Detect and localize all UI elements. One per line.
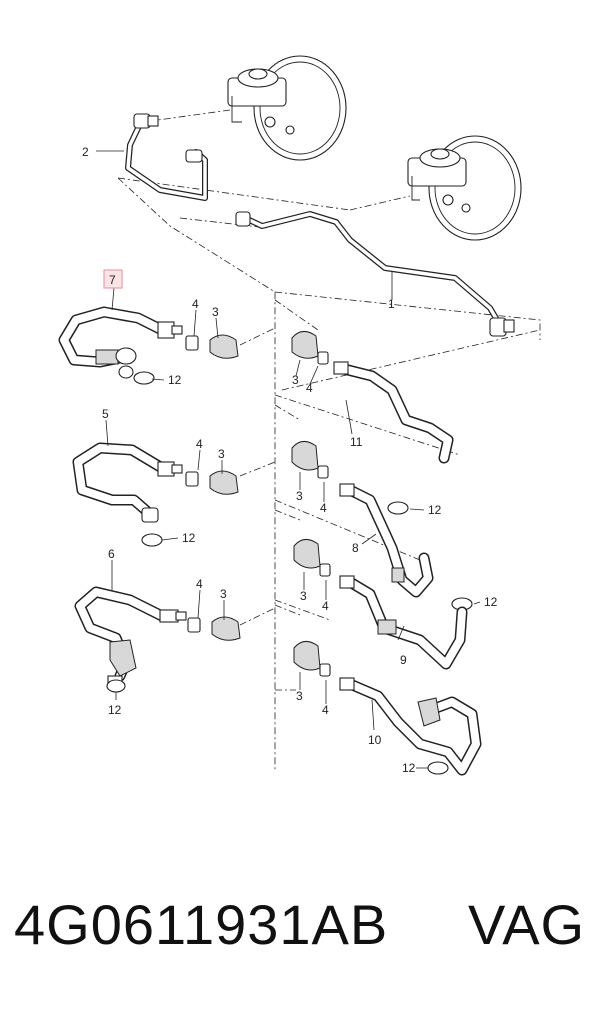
label-12d: 12 [428,503,442,517]
label-6: 6 [108,547,115,561]
part-11-hose [333,361,454,464]
label-12b: 12 [182,531,196,545]
label-12a: 12 [168,373,182,387]
label-4a: 4 [192,297,199,311]
label-5: 5 [102,407,109,421]
label-3c: 3 [220,587,227,601]
label-12c: 12 [108,703,122,717]
part-5-hose [72,442,183,523]
part-number: 4G0611931AB [14,893,389,956]
label-4b: 4 [196,437,203,451]
label-4g: 4 [322,703,329,717]
label-4c: 4 [196,577,203,591]
label-11: 11 [350,435,363,449]
label-3g: 3 [296,689,303,703]
right-connectors [291,331,331,677]
part-1-vacuum-line [235,211,515,337]
brand-name: VAG [468,893,586,956]
left-connectors [185,334,241,641]
part-2-vacuum-pipe [125,113,208,201]
brake-booster-right [407,135,522,241]
label-7-highlight [103,269,123,289]
label-3b: 3 [218,447,225,461]
hose-clamps [106,371,473,775]
label-1: 1 [388,297,395,311]
label-4d: 4 [306,381,313,395]
part-8-hose [339,483,434,598]
label-10: 10 [368,733,382,747]
leader-lines [96,150,481,769]
part-6-hose [74,586,187,687]
part-9-hose [339,575,468,670]
label-3a: 3 [212,305,219,319]
label-7: 7 [109,273,116,287]
label-4f: 4 [322,599,329,613]
label-9: 9 [400,653,407,667]
brake-booster-left [227,55,347,161]
parts-diagram: 2 1 7 4 3 12 5 4 3 12 6 4 3 12 3 4 11 3 … [58,55,541,776]
part-7-hose [58,306,183,379]
label-12f: 12 [402,761,416,775]
part-labels: 2 1 7 4 3 12 5 4 3 12 6 4 3 12 3 4 11 3 … [82,145,498,775]
label-2: 2 [82,145,89,159]
part-10-hose [339,677,482,776]
label-3e: 3 [296,489,303,503]
label-3f: 3 [300,589,307,603]
label-12e: 12 [484,595,498,609]
label-3d: 3 [292,373,299,387]
label-4e: 4 [320,501,327,515]
label-8: 8 [352,541,359,555]
